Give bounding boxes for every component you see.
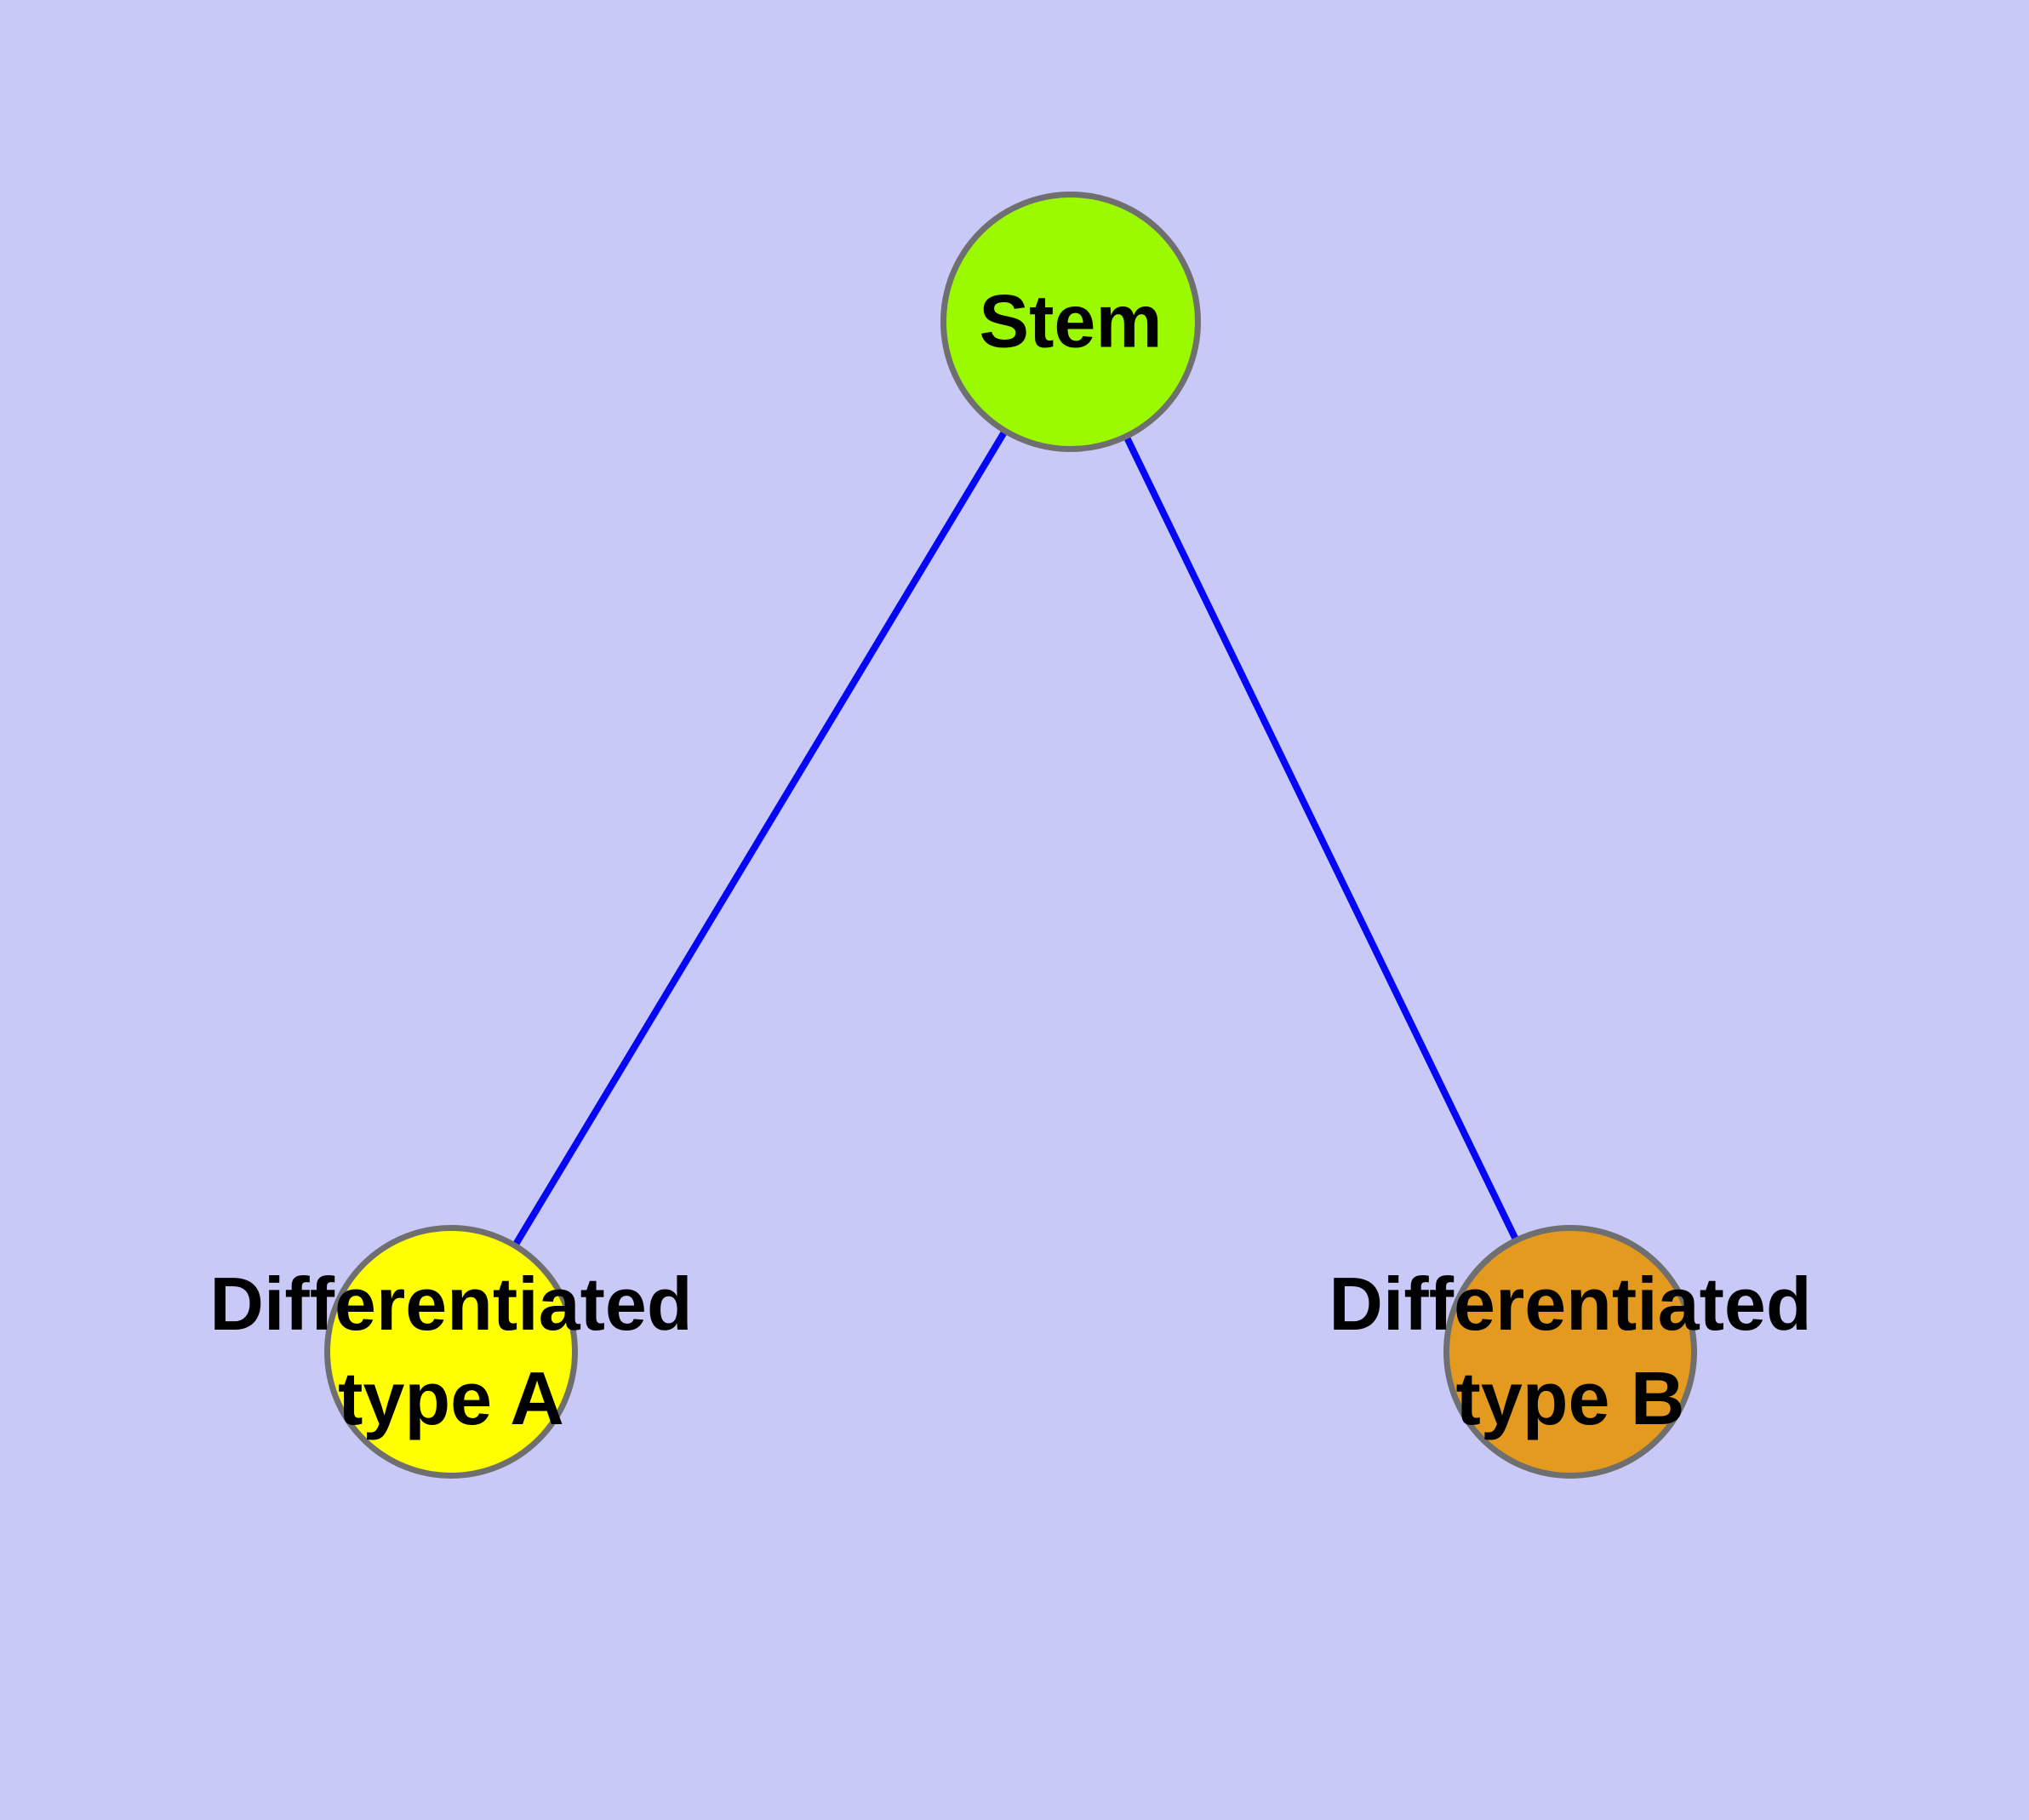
node-type-b-label-line1: Differentiated [1329, 1262, 1812, 1347]
node-type-b-label: Differentiated type B [1329, 1257, 1811, 1446]
edge-stem-to-type-a [448, 319, 1074, 1354]
node-type-a-label: Differentiated type A [209, 1257, 692, 1446]
node-differentiated-type-a[interactable] [324, 1225, 578, 1479]
node-type-b-label-line2: type B [1455, 1356, 1685, 1440]
node-type-a-label-line1: Differentiated [209, 1262, 693, 1347]
node-stem[interactable] [940, 192, 1201, 452]
node-type-a-label-line2: type A [338, 1356, 564, 1440]
node-stem-label-line1: Stem [979, 278, 1163, 363]
node-stem-label: Stem [979, 275, 1162, 369]
node-differentiated-type-b[interactable] [1443, 1225, 1697, 1479]
edge-stem-to-type-b [1067, 320, 1574, 1354]
